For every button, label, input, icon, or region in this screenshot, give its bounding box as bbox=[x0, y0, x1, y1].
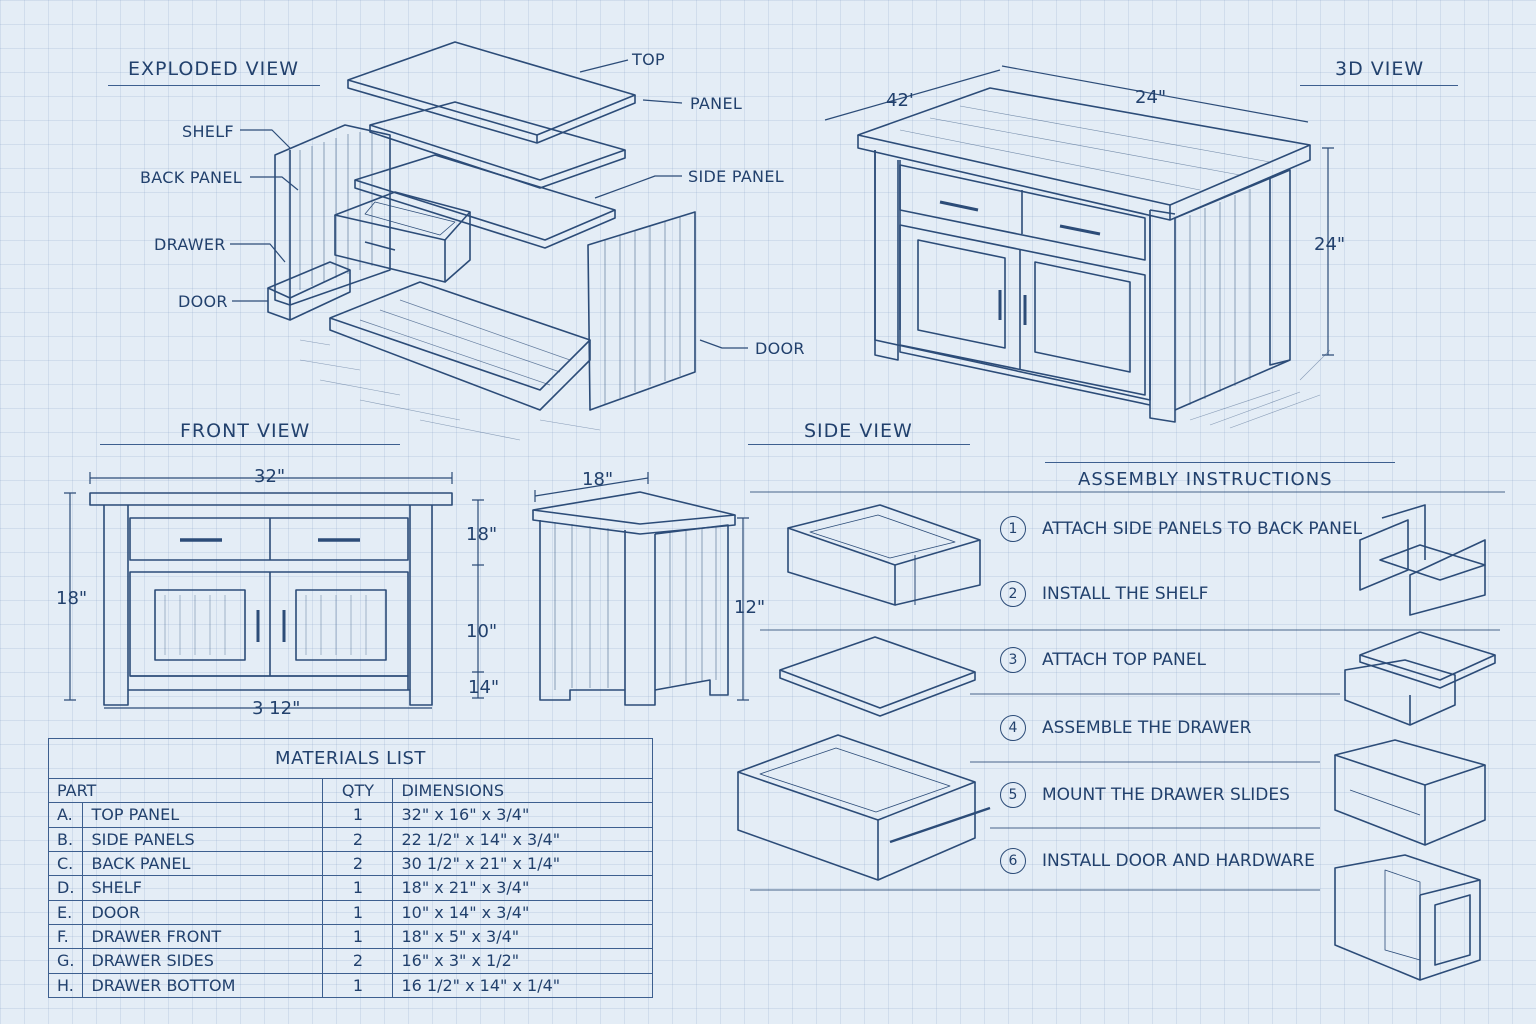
row-dims: 18" x 21" x 3/4" bbox=[392, 875, 653, 901]
row-part: DRAWER SIDES bbox=[82, 948, 324, 974]
table-row: F. DRAWER FRONT 1 18" x 5" x 3/4" bbox=[47, 923, 653, 950]
assembly-separators bbox=[750, 491, 1505, 891]
dim-front-width: 32" bbox=[254, 466, 286, 487]
table-row: B. SIDE PANELS 2 22 1/2" x 14" x 3/4" bbox=[47, 826, 653, 852]
assembly-step-6: 6 INSTALL DOOR AND HARDWARE bbox=[1000, 848, 1315, 874]
dim-3d-width: 24" bbox=[1135, 87, 1167, 108]
row-letter: D. bbox=[47, 875, 84, 901]
assembly-drawings bbox=[737, 504, 1496, 981]
label-top: TOP bbox=[632, 50, 665, 69]
label-door-right: DOOR bbox=[755, 339, 805, 358]
dim-front-base: 14" bbox=[468, 677, 500, 698]
dim-3d-depth: 42' bbox=[886, 90, 914, 111]
label-side-panel: SIDE PANEL bbox=[688, 167, 784, 186]
step-text: ASSEMBLE THE DRAWER bbox=[1042, 718, 1252, 738]
row-letter: E. bbox=[47, 899, 84, 925]
materials-table: PART QTY DIMENSIONS A. TOP PANEL 1 32" x… bbox=[47, 777, 653, 999]
row-letter: A. bbox=[47, 802, 84, 828]
label-door-left: DOOR bbox=[178, 292, 228, 311]
front-view-title: FRONT VIEW bbox=[180, 420, 311, 442]
side-view-title: SIDE VIEW bbox=[804, 420, 913, 442]
header-part: PART bbox=[47, 777, 324, 804]
side-view-drawing bbox=[532, 472, 749, 706]
header-qty: QTY bbox=[322, 777, 394, 804]
row-dims: 22 1/2" x 14" x 3/4" bbox=[392, 826, 653, 852]
row-part: SIDE PANELS bbox=[82, 826, 324, 852]
row-dims: 10" x 14" x 3/4" bbox=[392, 899, 653, 925]
step-number: 6 bbox=[1000, 848, 1026, 874]
row-part: TOP PANEL bbox=[82, 802, 324, 828]
table-header-row: PART QTY DIMENSIONS bbox=[47, 777, 653, 804]
exploded-view-drawing bbox=[230, 41, 748, 441]
table-row: C. BACK PANEL 2 30 1/2" x 21" x 1/4" bbox=[47, 850, 653, 877]
table-row: E. DOOR 1 10" x 14" x 3/4" bbox=[47, 899, 653, 925]
row-qty: 1 bbox=[322, 972, 394, 999]
row-qty: 1 bbox=[322, 899, 394, 925]
assembly-step-3: 3 ATTACH TOP PANEL bbox=[1000, 647, 1206, 673]
step-text: INSTALL DOOR AND HARDWARE bbox=[1042, 851, 1315, 871]
row-part: DOOR bbox=[82, 899, 324, 925]
table-row: G. DRAWER SIDES 2 16" x 3" x 1/2" bbox=[47, 948, 653, 974]
row-qty: 2 bbox=[322, 948, 394, 974]
step-number: 3 bbox=[1000, 647, 1026, 673]
header-dimensions: DIMENSIONS bbox=[392, 777, 653, 804]
row-qty: 1 bbox=[322, 802, 394, 828]
assembly-step-2: 2 INSTALL THE SHELF bbox=[1000, 581, 1208, 607]
dim-side-depth: 18" bbox=[582, 469, 614, 490]
row-letter: B. bbox=[47, 826, 84, 852]
label-shelf: SHELF bbox=[182, 122, 234, 141]
step-number: 5 bbox=[1000, 782, 1026, 808]
label-back-panel: BACK PANEL bbox=[140, 168, 242, 187]
step-text: MOUNT THE DRAWER SLIDES bbox=[1042, 785, 1290, 805]
row-dims: 16 1/2" x 14" x 1/4" bbox=[392, 972, 653, 999]
step-number: 1 bbox=[1000, 516, 1026, 542]
3d-view-title: 3D VIEW bbox=[1335, 58, 1425, 80]
row-qty: 2 bbox=[322, 826, 394, 852]
assembly-title: ASSEMBLY INSTRUCTIONS bbox=[1078, 469, 1333, 490]
dim-front-bottom: 3 12" bbox=[252, 698, 301, 719]
row-qty: 1 bbox=[322, 875, 394, 901]
row-letter: C. bbox=[47, 850, 84, 877]
row-part: BACK PANEL bbox=[82, 850, 324, 877]
row-part: SHELF bbox=[82, 875, 324, 901]
dim-front-door: 10" bbox=[466, 621, 498, 642]
assembly-step-1: 1 ATTACH SIDE PANELS TO BACK PANEL bbox=[1000, 516, 1362, 542]
step-text: ATTACH TOP PANEL bbox=[1042, 650, 1206, 670]
row-dims: 16" x 3" x 1/2" bbox=[392, 948, 653, 974]
table-row: H. DRAWER BOTTOM 1 16 1/2" x 14" x 1/4" bbox=[47, 972, 653, 999]
3d-view-drawing bbox=[824, 65, 1334, 429]
row-part: DRAWER FRONT bbox=[82, 923, 324, 950]
dim-side-height: 12" bbox=[734, 597, 766, 618]
row-qty: 1 bbox=[322, 923, 394, 950]
step-number: 4 bbox=[1000, 715, 1026, 741]
dim-front-height: 18" bbox=[56, 588, 88, 609]
row-part: DRAWER BOTTOM bbox=[82, 972, 324, 999]
row-dims: 30 1/2" x 21" x 1/4" bbox=[392, 850, 653, 877]
row-letter: F. bbox=[47, 923, 84, 950]
step-text: ATTACH SIDE PANELS TO BACK PANEL bbox=[1042, 519, 1363, 539]
front-view-drawing bbox=[64, 472, 484, 709]
row-dims: 32" x 16" x 3/4" bbox=[392, 802, 653, 828]
dim-3d-height: 24" bbox=[1314, 234, 1346, 255]
step-number: 2 bbox=[1000, 581, 1026, 607]
table-row: D. SHELF 1 18" x 21" x 3/4" bbox=[47, 875, 653, 901]
row-letter: H. bbox=[47, 972, 84, 999]
assembly-step-5: 5 MOUNT THE DRAWER SLIDES bbox=[1000, 782, 1290, 808]
step-text: INSTALL THE SHELF bbox=[1042, 584, 1209, 604]
row-dims: 18" x 5" x 3/4" bbox=[392, 923, 653, 950]
label-panel: PANEL bbox=[690, 94, 743, 113]
assembly-step-4: 4 ASSEMBLE THE DRAWER bbox=[1000, 715, 1252, 741]
dim-front-drawer: 18" bbox=[466, 524, 498, 545]
row-qty: 2 bbox=[322, 850, 394, 877]
exploded-view-title: EXPLODED VIEW bbox=[128, 58, 300, 80]
table-row: A. TOP PANEL 1 32" x 16" x 3/4" bbox=[47, 802, 653, 828]
label-drawer: DRAWER bbox=[154, 235, 226, 254]
materials-title: MATERIALS LIST bbox=[48, 738, 653, 778]
row-letter: G. bbox=[47, 948, 84, 974]
